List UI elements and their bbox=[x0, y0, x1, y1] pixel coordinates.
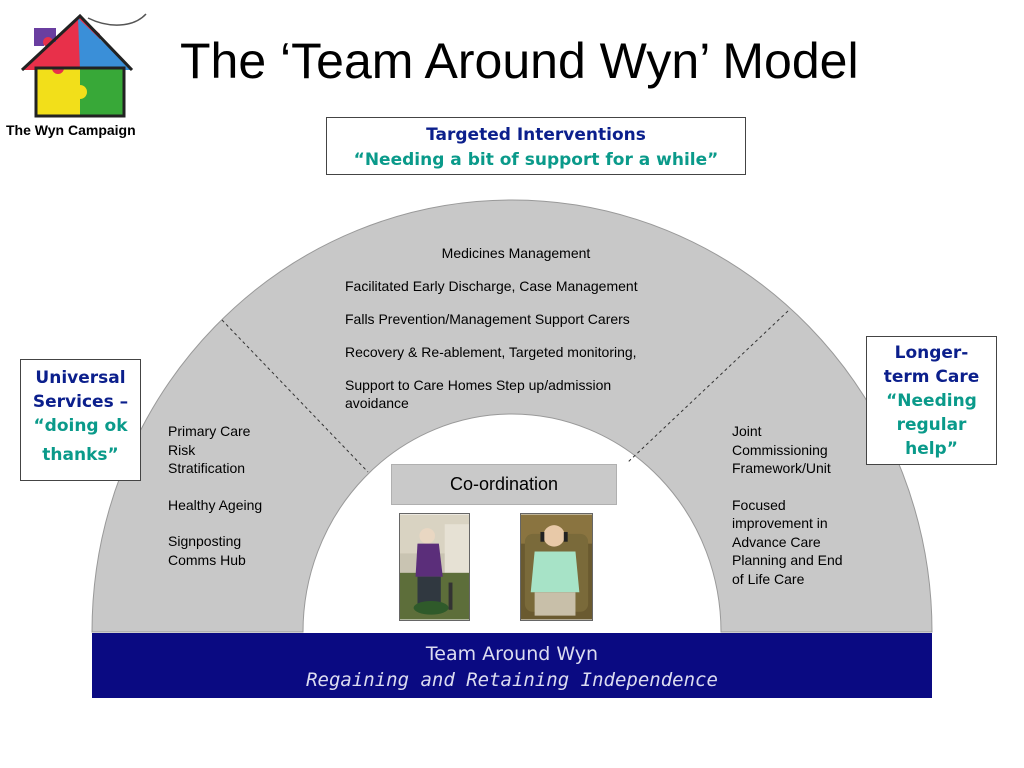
wyn-campaign-logo bbox=[20, 13, 147, 118]
list-item: Support to Care Homes Step up/admission bbox=[345, 377, 612, 393]
list-item: Advance Care bbox=[732, 533, 821, 550]
universal-services-box: Universal Services – “doing ok thanks” bbox=[20, 359, 141, 481]
page-title: The ‘Team Around Wyn’ Model bbox=[180, 33, 859, 89]
longer-quote-line2: regular bbox=[896, 415, 967, 435]
list-item: Commissioning bbox=[732, 441, 828, 458]
banner-title: Team Around Wyn bbox=[425, 643, 599, 665]
list-item: Focused bbox=[732, 496, 786, 513]
list-item: Primary Care bbox=[168, 423, 251, 439]
targeted-heading: Targeted Interventions bbox=[426, 125, 646, 145]
list-item: Signposting bbox=[168, 533, 242, 549]
universal-quote-line2: thanks” bbox=[42, 445, 119, 465]
logo-text: The Wyn Campaign bbox=[6, 122, 136, 138]
list-item: Risk bbox=[168, 441, 196, 458]
list-item: Healthy Ageing bbox=[168, 496, 263, 513]
list-item: Framework/Unit bbox=[732, 460, 831, 476]
team-around-wyn-banner: Team Around Wyn Regaining and Retaining … bbox=[92, 633, 932, 698]
targeted-quote: “Needing a bit of support for a while” bbox=[353, 150, 719, 170]
longer-heading-line2: term Care bbox=[883, 367, 980, 387]
arch-band bbox=[91, 199, 933, 633]
list-item: Planning and End bbox=[732, 552, 843, 568]
longer-term-care-box: Longer- term Care “Needing regular help” bbox=[866, 336, 997, 465]
left-divider bbox=[221, 319, 369, 473]
list-item: avoidance bbox=[345, 395, 409, 411]
list-item: Falls Prevention/Management Support Care… bbox=[345, 311, 630, 327]
universal-heading-line1: Universal bbox=[35, 368, 126, 388]
list-item: Medicines Management bbox=[441, 245, 591, 261]
targeted-services-list: Medicines Management Facilitated Early D… bbox=[345, 244, 687, 412]
universal-services-list: Primary Care Risk Stratification Healthy… bbox=[168, 422, 262, 569]
universal-heading-line2: Services – bbox=[32, 392, 129, 412]
longer-quote-line1: “Needing bbox=[886, 391, 977, 411]
list-item: Comms Hub bbox=[168, 551, 246, 568]
list-item: Joint bbox=[732, 423, 762, 439]
longer-term-care-list: Joint Commissioning Framework/Unit Focus… bbox=[732, 422, 843, 588]
list-item: Facilitated Early Discharge, Case Manage… bbox=[345, 278, 638, 294]
list-item: Stratification bbox=[168, 460, 246, 476]
coordination-box: Co-ordination bbox=[391, 464, 617, 505]
list-item: of Life Care bbox=[732, 570, 805, 587]
longer-heading-line1: Longer- bbox=[894, 343, 969, 363]
smiling-man-photo bbox=[520, 513, 593, 621]
longer-quote-line3: help” bbox=[905, 439, 958, 459]
list-item: Recovery & Re-ablement, Targeted monitor… bbox=[345, 344, 637, 360]
right-divider bbox=[626, 310, 789, 464]
universal-quote-line1: “doing ok bbox=[33, 416, 128, 436]
banner-subtitle: Regaining and Retaining Independence bbox=[306, 669, 718, 691]
targeted-interventions-box: Targeted Interventions “Needing a bit of… bbox=[326, 117, 746, 175]
gardening-woman-photo bbox=[399, 513, 470, 621]
list-item: improvement in bbox=[732, 515, 828, 531]
